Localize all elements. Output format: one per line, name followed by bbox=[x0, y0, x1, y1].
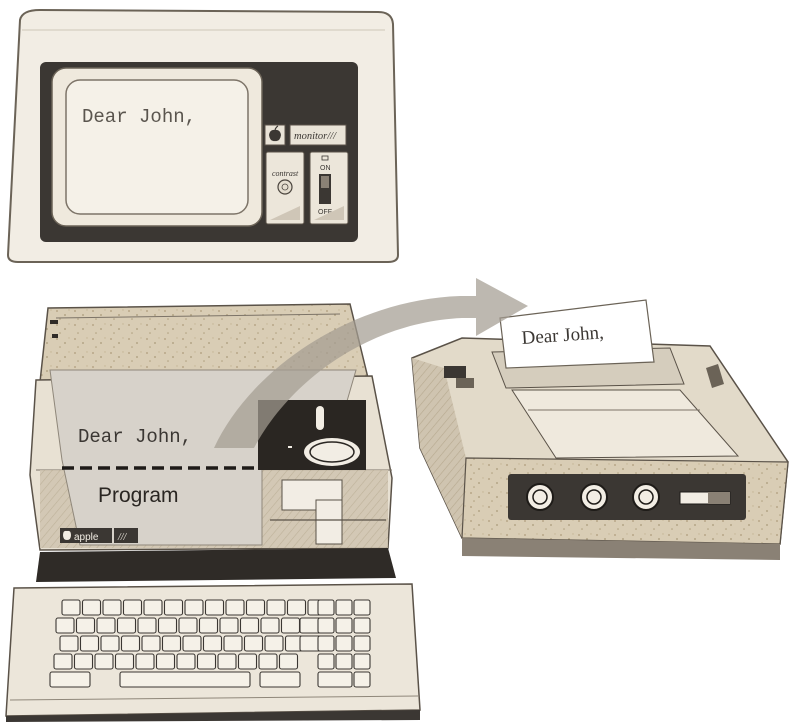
keyboard-key[interactable] bbox=[280, 654, 298, 669]
monitor-brand-label: monitor/// bbox=[294, 131, 337, 142]
keyboard-key[interactable] bbox=[318, 636, 334, 651]
keyboard-key[interactable] bbox=[218, 654, 236, 669]
keyboard-key[interactable] bbox=[97, 618, 115, 633]
disk-slot[interactable] bbox=[316, 406, 324, 430]
keyboard-key[interactable] bbox=[261, 618, 279, 633]
keyboard-key[interactable] bbox=[245, 636, 263, 651]
keyboard-key[interactable] bbox=[336, 636, 352, 651]
keyboard-key[interactable] bbox=[354, 600, 370, 615]
keyboard-key[interactable] bbox=[138, 618, 156, 633]
keyboard-key[interactable] bbox=[259, 654, 277, 669]
keyboard-key[interactable] bbox=[56, 618, 74, 633]
keyboard-key[interactable] bbox=[124, 600, 142, 615]
keyboard-key[interactable] bbox=[75, 654, 93, 669]
keyboard-key[interactable] bbox=[206, 600, 224, 615]
keyboard-key[interactable] bbox=[165, 600, 183, 615]
contrast-label: contrast bbox=[272, 169, 299, 178]
keyboard-key[interactable] bbox=[318, 600, 334, 615]
keyboard-key[interactable] bbox=[144, 600, 162, 615]
monitor-screen-text: Dear John, bbox=[82, 106, 196, 128]
monitor-screen bbox=[66, 80, 248, 214]
keyboard-key[interactable] bbox=[200, 618, 218, 633]
keyboard-key[interactable] bbox=[103, 600, 121, 615]
keyboard-key[interactable] bbox=[159, 618, 177, 633]
keyboard-key[interactable] bbox=[226, 600, 244, 615]
memory-text: Dear John, bbox=[78, 426, 192, 448]
apple-model-label: /// bbox=[117, 532, 128, 543]
computer: Dear John, Program apple /// bbox=[6, 304, 420, 722]
keyboard-key[interactable] bbox=[83, 600, 101, 615]
keyboard-key[interactable] bbox=[118, 618, 136, 633]
monitor: Dear John, monitor/// contrast ON OFF bbox=[8, 10, 398, 262]
keyboard-key[interactable] bbox=[136, 654, 154, 669]
keyboard-key[interactable] bbox=[288, 600, 306, 615]
keyboard-key[interactable] bbox=[122, 636, 140, 651]
keyboard-key[interactable] bbox=[354, 672, 370, 687]
keyboard-key[interactable] bbox=[267, 600, 285, 615]
keyboard-key[interactable] bbox=[95, 654, 113, 669]
keyboard-key[interactable] bbox=[54, 654, 72, 669]
keyboard-key[interactable] bbox=[354, 618, 370, 633]
keyboard-key[interactable] bbox=[220, 618, 238, 633]
keyboard-key[interactable] bbox=[157, 654, 175, 669]
keyboard-key[interactable] bbox=[116, 654, 134, 669]
keyboard-key[interactable] bbox=[204, 636, 222, 651]
printer-knob[interactable] bbox=[581, 484, 607, 510]
keyboard-key[interactable] bbox=[120, 672, 250, 687]
keyboard-key[interactable] bbox=[336, 618, 352, 633]
keyboard-key[interactable] bbox=[77, 618, 95, 633]
keyboard-key[interactable] bbox=[336, 600, 352, 615]
keyboard-key[interactable] bbox=[354, 636, 370, 651]
keyboard-key[interactable] bbox=[62, 600, 80, 615]
keyboard-key[interactable] bbox=[198, 654, 216, 669]
power-on-label: ON bbox=[320, 165, 331, 172]
program-label: Program bbox=[98, 484, 179, 507]
apple-logo-icon bbox=[63, 531, 71, 540]
keyboard-key[interactable] bbox=[224, 636, 242, 651]
keyboard-key[interactable] bbox=[260, 672, 300, 687]
keyboard-key[interactable] bbox=[101, 636, 119, 651]
keyboard-key[interactable] bbox=[183, 636, 201, 651]
keyboard-key[interactable] bbox=[318, 618, 334, 633]
keyboard-key[interactable] bbox=[354, 654, 370, 669]
keyboard-key[interactable] bbox=[318, 672, 352, 687]
apple-brand-label: apple bbox=[74, 532, 99, 543]
keyboard-key[interactable] bbox=[81, 636, 99, 651]
keyboard-key[interactable] bbox=[179, 618, 197, 633]
keyboard-key[interactable] bbox=[282, 618, 300, 633]
keyboard-key[interactable] bbox=[239, 654, 257, 669]
keyboard-key[interactable] bbox=[163, 636, 181, 651]
printer: Dear John, bbox=[412, 300, 788, 560]
keyboard-key[interactable] bbox=[185, 600, 203, 615]
contrast-knob[interactable] bbox=[278, 180, 292, 194]
keyboard-key[interactable] bbox=[247, 600, 265, 615]
keyboard-key[interactable] bbox=[265, 636, 283, 651]
keyboard-key[interactable] bbox=[60, 636, 78, 651]
keyboard-key[interactable] bbox=[142, 636, 160, 651]
keyboard-key[interactable] bbox=[241, 618, 259, 633]
keyboard-key[interactable] bbox=[318, 654, 334, 669]
disk-eject-lever[interactable] bbox=[316, 500, 342, 544]
keyboard-key[interactable] bbox=[336, 654, 352, 669]
keyboard-key[interactable] bbox=[177, 654, 195, 669]
printer-knob[interactable] bbox=[633, 484, 659, 510]
printer-knob[interactable] bbox=[527, 484, 553, 510]
keyboard-key[interactable] bbox=[50, 672, 90, 687]
